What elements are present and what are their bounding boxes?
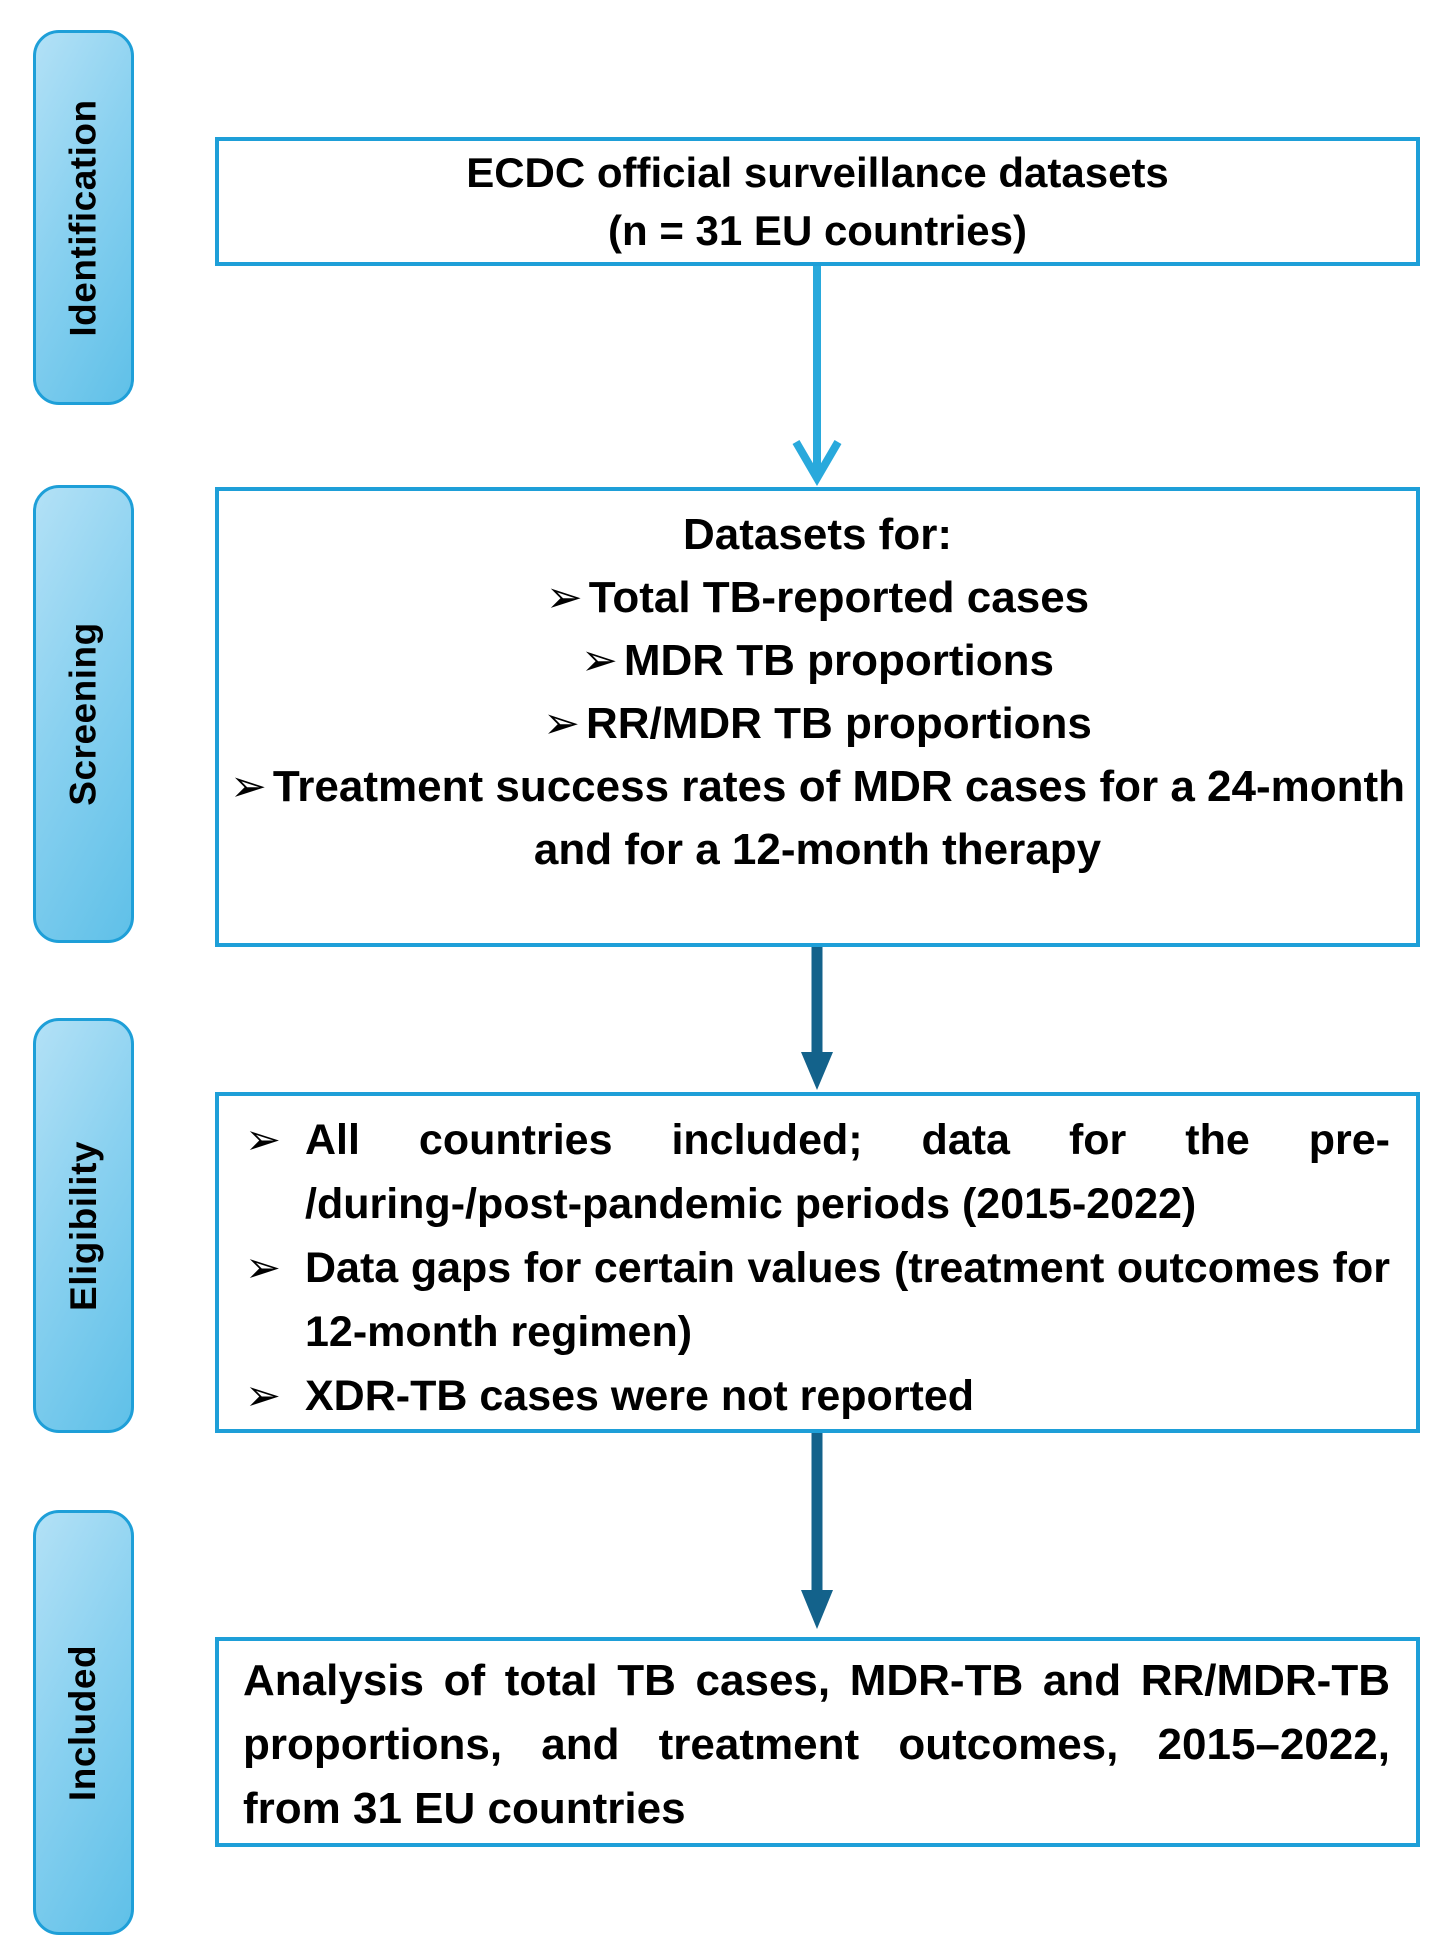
arrowhead-bullet-icon: ➢ bbox=[245, 1244, 282, 1292]
arrowhead-bullet-icon: ➢ bbox=[229, 762, 267, 811]
screening-title: Datasets for: bbox=[683, 510, 952, 559]
box-included: Analysis of total TB cases, MDR-TB and R… bbox=[215, 1637, 1420, 1847]
box-eligibility: ➢ All countries included; data for the p… bbox=[215, 1092, 1420, 1433]
eligibility-item: ➢ All countries included; data for the p… bbox=[233, 1108, 1390, 1236]
box-screening: Datasets for: ➢Total TB-reported cases ➢… bbox=[215, 487, 1420, 947]
stage-identification-label: Identification bbox=[62, 98, 104, 337]
screening-item: ➢RR/MDR TB proportions bbox=[543, 699, 1092, 748]
arrowhead-bullet-icon: ➢ bbox=[545, 573, 583, 622]
arrowhead-bullet-icon: ➢ bbox=[245, 1116, 282, 1164]
screening-item: ➢Treatment success rates of MDR cases fo… bbox=[229, 762, 1406, 874]
arrowhead-bullet-icon: ➢ bbox=[543, 699, 580, 748]
down-arrow-icon bbox=[792, 266, 842, 486]
screening-item: ➢MDR TB proportions bbox=[580, 636, 1055, 685]
stage-screening-label: Screening bbox=[62, 622, 104, 806]
down-arrow-icon bbox=[801, 947, 833, 1090]
identification-line1: ECDC official surveillance datasets bbox=[466, 148, 1169, 196]
stage-identification: Identification bbox=[33, 30, 134, 405]
identification-line2: (n = 31 EU countries) bbox=[608, 206, 1027, 254]
stage-eligibility: Eligibility bbox=[33, 1018, 134, 1433]
included-text: Analysis of total TB cases, MDR-TB and R… bbox=[243, 1656, 1390, 1833]
eligibility-item: ➢ Data gaps for certain values (treatmen… bbox=[233, 1236, 1390, 1364]
arrowhead-bullet-icon: ➢ bbox=[580, 636, 618, 685]
screening-item: ➢Total TB-reported cases bbox=[545, 573, 1090, 622]
stage-included-label: Included bbox=[62, 1644, 104, 1801]
box-identification: ECDC official surveillance datasets (n =… bbox=[215, 137, 1420, 266]
stage-eligibility-label: Eligibility bbox=[62, 1140, 104, 1311]
down-arrow-icon bbox=[801, 1433, 833, 1629]
stage-screening: Screening bbox=[33, 485, 134, 943]
eligibility-item: ➢ XDR-TB cases were not reported bbox=[233, 1364, 1390, 1428]
stage-included: Included bbox=[33, 1510, 134, 1935]
arrowhead-bullet-icon: ➢ bbox=[245, 1372, 282, 1420]
